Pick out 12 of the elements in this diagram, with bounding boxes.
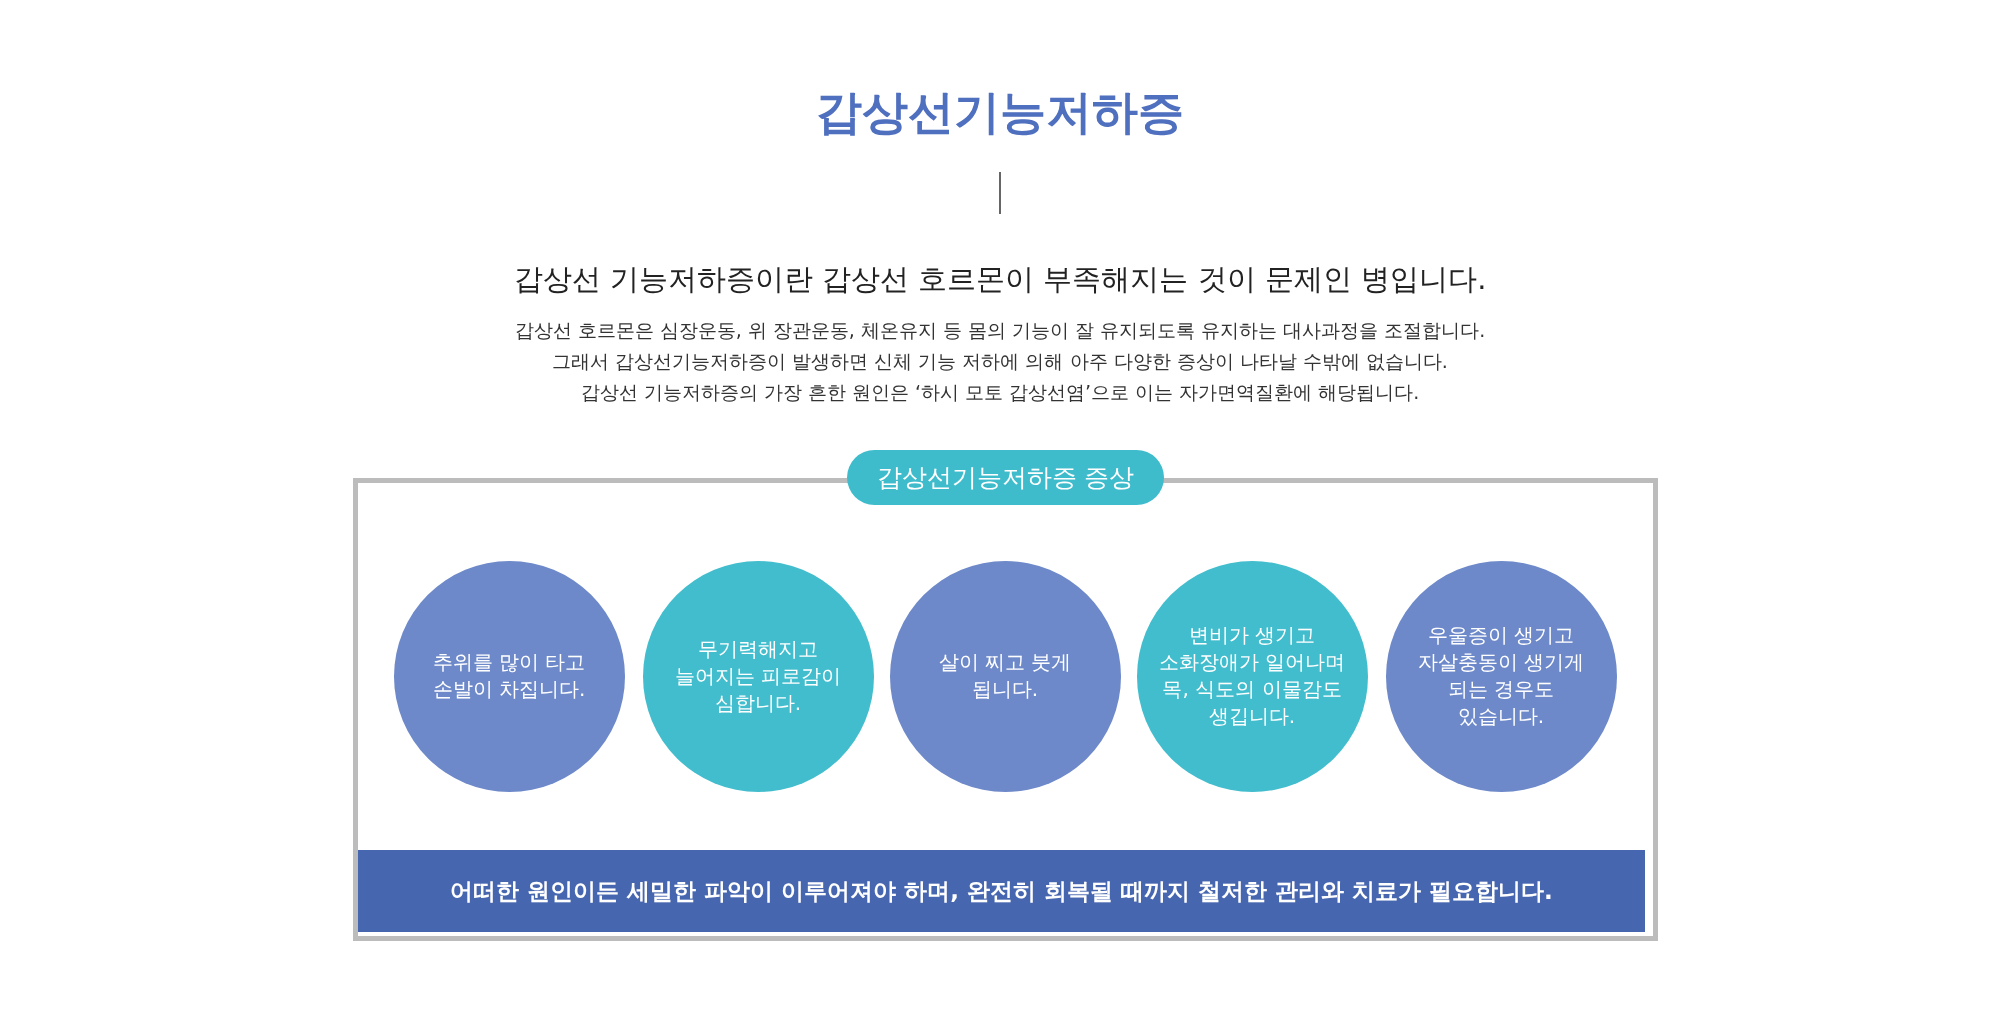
symptom-circle: 추위를 많이 타고 손발이 차집니다. [393, 560, 625, 792]
description-line: 갑상선 기능저하증의 가장 흔한 원인은 ‘하시 모토 갑상선염’으로 이는 자가면역질환에 해당됩니다. [579, 380, 1421, 405]
description-line: 그래서 갑상선기능저하증이 발생하면 신체 기능 저하에 의해 아주 다양한 증상이 나타날 수밖에 없습니다. [551, 349, 1449, 374]
title: 갑상선기능저하증 [815, 84, 1185, 141]
lead-sentence: 갑상선 기능저하증이란 갑상선 호르몬이 부족해지는 것이 문제인 병입니다. [512, 261, 1488, 298]
description-line: 갑상선 호르몬은 심장운동, 위 장관운동, 체온유지 등 몸의 기능이 잘 유지되도록 유지하는 대사과정을 조절합니다. [513, 318, 1487, 343]
symptom-circle: 살이 찌고 붓게 됩니다. [889, 560, 1121, 792]
symptom-circle: 우울증이 생기고 자살충동이 생기게 되는 경우도 있습니다. [1385, 560, 1617, 792]
symptom-circle: 변비가 생기고 소화장애가 일어나며 목, 식도의 이물감도 생깁니다. [1136, 560, 1368, 792]
symptom-circle: 무기력해지고 늘어지는 피로감이 심합니다. [642, 560, 874, 792]
summary-banner: 어떠한 원인이든 세밀한 파악이 이루어져야 하며, 완전히 회복될 때까지 철저한 관리와 치료가 필요합니다. [358, 850, 1645, 932]
heading-pill: 갑상선기능저하증 증상 [846, 450, 1165, 505]
